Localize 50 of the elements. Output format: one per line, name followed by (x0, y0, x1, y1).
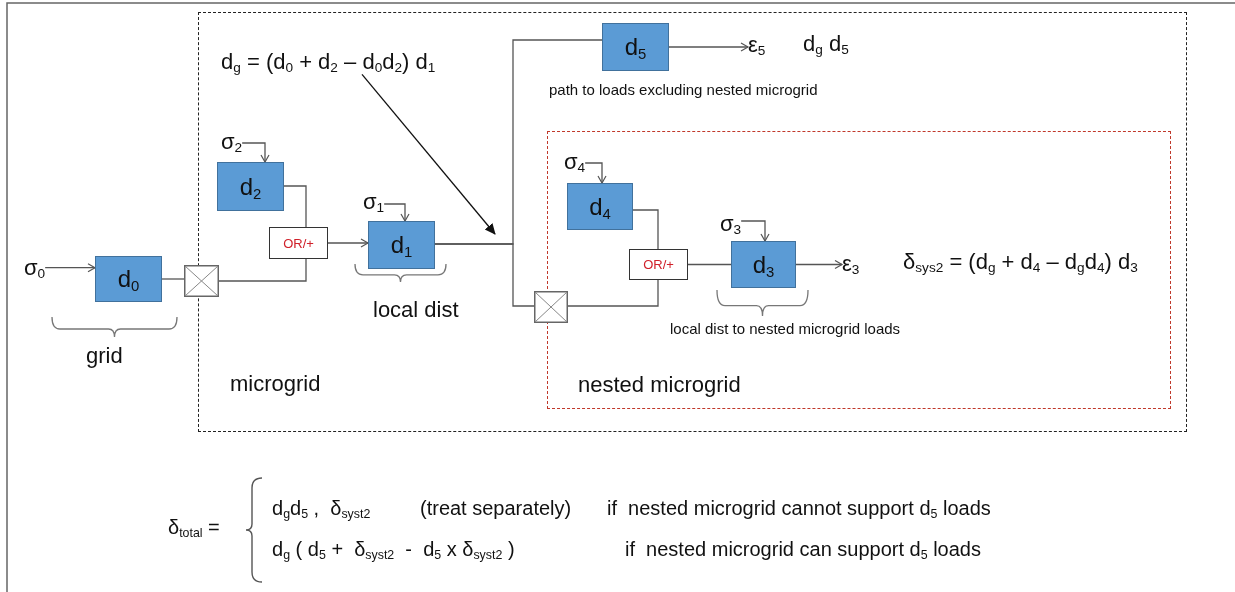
caption-label: local dist (373, 297, 459, 323)
process-box: d$_{0}$ (95, 256, 162, 302)
connector-line (632, 209, 659, 250)
logic-box: OR/+ (269, 227, 328, 259)
formula-text: d$_{g}$ ( d$_{5}$ + δ$_{syst2}$ - d$_{5}$ x δ$_{syst2}$ ) (272, 538, 515, 561)
symbol-label: σ$_{2}$ (221, 129, 243, 155)
formula-text: if nested microgrid can support d$_{5}$ loads (625, 538, 981, 561)
formula-text: d$_{g}$ d$_{5}$ (803, 31, 849, 57)
region-label: microgrid (230, 371, 321, 397)
dashed-region (547, 131, 1171, 409)
connector-line (567, 279, 659, 307)
formula-text: δ$_{total}$ = (168, 516, 220, 539)
symbol-label: σ$_{0}$ (24, 255, 46, 281)
process-box: d$_{1}$ (368, 221, 435, 269)
arrow (740, 220, 770, 242)
connector-line (687, 263, 732, 266)
crossed-switch-symbol (184, 265, 219, 297)
arrow (383, 203, 410, 222)
symbol-label: σ$_{1}$ (363, 189, 385, 215)
connector-line (161, 278, 185, 280)
symbol-label: d$_{g}$ = (d$_{0}$ + d$_{2}$ – d$_{0}$d$_{2}$) d$_{1}$ (221, 49, 436, 75)
symbol-label: ε$_{3}$ (842, 251, 860, 277)
connector-line (434, 243, 535, 307)
arrow (241, 142, 270, 163)
arrow (668, 42, 749, 52)
caption-label: local dist to nested microgrid loads (670, 320, 901, 338)
process-box: d$_{2}$ (217, 162, 284, 211)
arrow (361, 73, 496, 235)
connector-line (283, 185, 307, 228)
formula-text: d$_{g}$d$_{5}$ , δ$_{syst2}$ (272, 497, 371, 520)
arrow (327, 238, 369, 248)
logic-box: OR/+ (629, 249, 688, 280)
arrow (584, 162, 607, 184)
dashed-region (198, 12, 1187, 432)
arrow (795, 259, 843, 270)
symbol-label: σ$_{4}$ (564, 149, 586, 175)
formula-text: if nested microgrid cannot support d$_{5}$ loads (607, 497, 991, 520)
process-box: d$_{5}$ (602, 23, 669, 71)
formula-text: (treat separately) (420, 497, 572, 520)
symbol-label: σ$_{3}$ (720, 211, 742, 237)
process-box: d$_{3}$ (731, 241, 796, 288)
symbol-label: ε$_{5}$ (748, 32, 766, 58)
connector-line (218, 258, 307, 282)
process-box: d$_{4}$ (567, 183, 633, 230)
crossed-switch-symbol (534, 291, 568, 323)
caption-label: path to loads excluding nested microgrid (549, 81, 818, 99)
region-label: nested microgrid (578, 372, 741, 398)
formula-text: δ$_{sys2}$ = (d$_{g}$ + d$_{4}$ – d$_{g}$d$_{4}$) d$_{3}$ (903, 249, 1138, 275)
arrow (44, 263, 96, 273)
caption-label: grid (86, 343, 123, 369)
